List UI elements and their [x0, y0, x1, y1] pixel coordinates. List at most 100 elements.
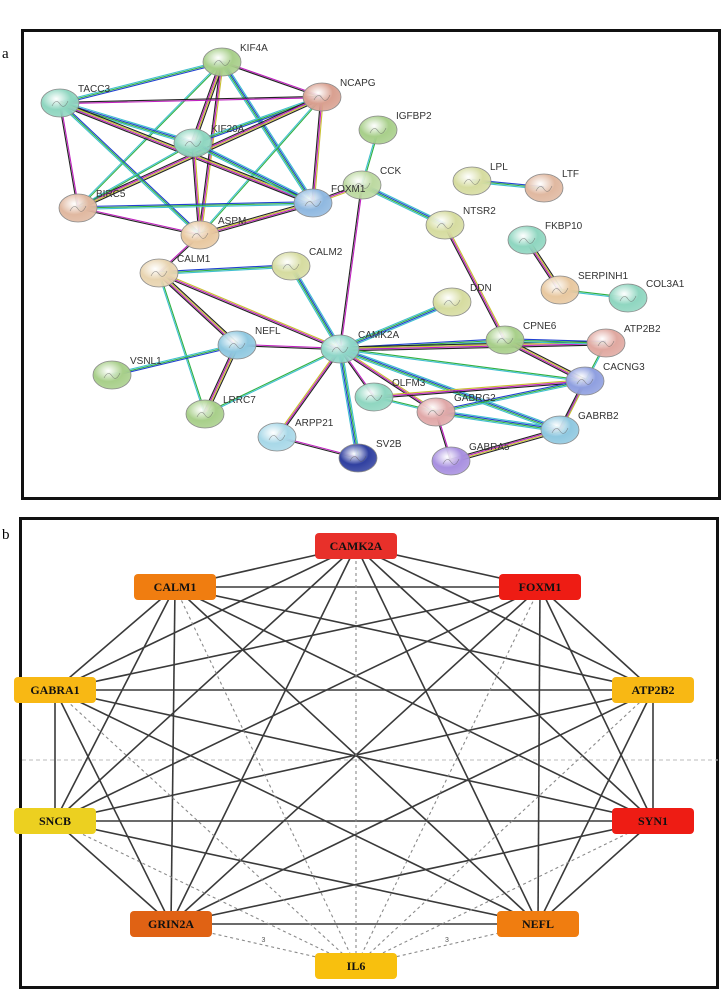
edge-tacc3-kif20a	[59, 100, 194, 146]
edge-tacc3-aspm	[58, 101, 202, 237]
edge-calm1-camk2a	[158, 271, 341, 351]
edge-aspm-foxm1	[199, 200, 314, 238]
node-label-igfbp2: IGFBP2	[396, 111, 432, 122]
hub-label-gabra1: GABRA1	[30, 683, 79, 697]
node-igfbp2[interactable]: IGFBP2	[358, 111, 432, 145]
edge-gabrg2-cacng3	[435, 379, 586, 414]
node-label-serpinh1: SERPINH1	[578, 271, 628, 282]
edge-sncb-nefl	[54, 820, 539, 925]
hub-node-gabra1[interactable]: GABRA1	[14, 677, 96, 703]
node-label-fkbp10: FKBP10	[545, 221, 583, 232]
edge-kif20a-birc5	[77, 141, 194, 210]
node-label-cpne6: CPNE6	[523, 321, 557, 332]
node-label-aspm: ASPM	[218, 216, 246, 227]
node-serpinh1[interactable]: SERPINH1	[540, 271, 628, 305]
node-label-lpl: LPL	[490, 162, 508, 173]
node-kif4a[interactable]: KIF4A	[202, 43, 268, 77]
hub-node-foxm1[interactable]: FOXM1	[499, 574, 581, 600]
node-col3a1[interactable]: COL3A1	[608, 279, 685, 313]
node-foxm1[interactable]: FOXM1	[293, 184, 366, 218]
edge-camk2a-syn1	[355, 545, 654, 822]
hub-node-camk2a[interactable]: CAMK2A	[315, 533, 397, 559]
edge-atp2b2-grin2a	[170, 689, 654, 925]
node-ltf[interactable]: LTF	[524, 169, 579, 203]
edge-sncb-grin2a	[54, 820, 172, 925]
edge-calm1-nefl	[157, 271, 239, 347]
edge-ncapg-foxm1	[311, 96, 324, 204]
dashed-edge-il6-syn1	[355, 820, 654, 967]
node-ntsr2[interactable]: NTSR2	[425, 206, 496, 240]
node-calm1[interactable]: CALM1	[139, 254, 211, 288]
node-lrrc7[interactable]: LRRC7	[185, 395, 256, 429]
node-kif20a[interactable]: KIF20A	[173, 124, 245, 158]
node-label-foxm1: FOXM1	[331, 184, 366, 195]
node-cacng3[interactable]: CACNG3	[565, 362, 645, 396]
edge-kif4a-birc5	[77, 61, 223, 209]
node-label-tacc3: TACC3	[78, 84, 110, 95]
edge-calm1-atp2b2	[174, 586, 654, 691]
node-gabrb2[interactable]: GABRB2	[540, 411, 619, 445]
node-sv2b[interactable]: SV2B	[338, 439, 402, 473]
hub-node-atp2b2[interactable]: ATP2B2	[612, 677, 694, 703]
node-calm2[interactable]: CALM2	[271, 247, 343, 281]
node-atp2b2[interactable]: ATP2B2	[586, 324, 661, 358]
edge-arpp21-camk2a	[275, 347, 342, 439]
edge-foxm1-sncb	[54, 586, 541, 822]
node-label-ddn: DDN	[470, 283, 492, 294]
node-tacc3[interactable]: TACC3	[40, 84, 110, 118]
node-label-kif4a: KIF4A	[240, 43, 268, 54]
hub-node-syn1[interactable]: SYN1	[612, 808, 694, 834]
edge-calm1-syn1	[174, 586, 654, 822]
hub-node-nefl[interactable]: NEFL	[497, 911, 579, 937]
node-camk2a[interactable]: CAMK2A	[320, 330, 399, 364]
edge-gabrg2-gabrb2	[435, 409, 561, 433]
edge-calm1-grin2a	[170, 586, 176, 925]
dashed-edge-il6-foxm1	[355, 586, 541, 967]
node-nefl[interactable]: NEFL	[217, 326, 281, 360]
hub-label-sncb: SNCB	[39, 814, 71, 828]
node-arpp21[interactable]: ARPP21	[257, 418, 334, 452]
node-label-camk2a: CAMK2A	[358, 330, 399, 341]
panel-a-label: a	[2, 46, 9, 62]
hub-node-grin2a[interactable]: GRIN2A	[130, 911, 212, 937]
node-aspm[interactable]: ASPM	[180, 216, 246, 250]
node-ncapg[interactable]: NCAPG	[302, 78, 376, 112]
edge-ntsr2-cpne6	[443, 224, 507, 341]
node-cpne6[interactable]: CPNE6	[485, 321, 557, 355]
node-lpl[interactable]: LPL	[452, 162, 508, 196]
node-birc5[interactable]: BIRC5	[58, 189, 126, 223]
hub-node-sncb[interactable]: SNCB	[14, 808, 96, 834]
edge-camk2a-gabra1	[54, 545, 357, 691]
node-label-sv2b: SV2B	[376, 439, 402, 450]
node-label-gabrg2: GABRG2	[454, 393, 496, 404]
node-label-lrrc7: LRRC7	[223, 395, 256, 406]
edge-calm1-lrrc7	[157, 272, 207, 415]
node-fkbp10[interactable]: FKBP10	[507, 221, 583, 255]
edge-camk2a-gabrg2	[338, 347, 438, 414]
node-ddn[interactable]: DDN	[432, 283, 492, 317]
node-label-col3a1: COL3A1	[646, 279, 685, 290]
edge-kif4a-tacc3	[59, 60, 223, 105]
node-gabrg2[interactable]: GABRG2	[416, 393, 496, 427]
node-vsnl1[interactable]: VSNL1	[92, 356, 162, 390]
node-label-gabrb2: GABRB2	[578, 411, 619, 422]
edge-foxm1-syn1	[539, 586, 654, 822]
node-gabra5[interactable]: GABRA5	[431, 442, 510, 476]
hub-node-il6[interactable]: IL6	[315, 953, 397, 979]
node-label-vsnl1: VSNL1	[130, 356, 162, 367]
hub-node-calm1[interactable]: CALM1	[134, 574, 216, 600]
node-olfm3[interactable]: OLFM3	[354, 378, 426, 412]
edge-camk2a-cacng3	[339, 347, 586, 383]
edge-calm2-camk2a	[288, 264, 343, 351]
node-label-cacng3: CACNG3	[603, 362, 645, 373]
node-label-birc5: BIRC5	[96, 189, 126, 200]
dashed-edge-il6-sncb	[54, 820, 357, 967]
hub-label-calm1: CALM1	[154, 580, 197, 594]
edge-label: 3	[445, 937, 449, 944]
edge-syn1-nefl	[537, 820, 654, 925]
hub-label-atp2b2: ATP2B2	[631, 683, 674, 697]
node-cck[interactable]: CCK	[342, 166, 401, 200]
panel-b-label: b	[2, 527, 10, 543]
edge-camk2a-atp2b2	[355, 545, 654, 691]
hub-label-camk2a: CAMK2A	[330, 539, 383, 553]
